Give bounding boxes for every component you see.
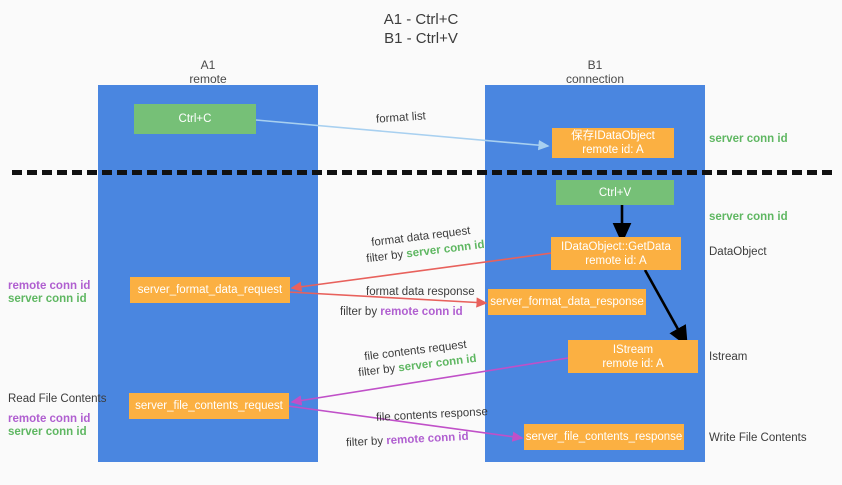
left-label-remote-conn-id-1: remote conn id [8,280,91,292]
remote-conn-id-text: remote conn id [380,306,463,318]
box-ctrl-v[interactable]: Ctrl+V [556,180,674,205]
right-label-istream: Istream [709,351,748,363]
remote-conn-id-text-2: remote conn id [385,430,469,448]
box-istream[interactable]: IStream remote id: A [568,340,698,373]
right-label-server-conn-id-1: server conn id [709,133,788,145]
filter-by-text-2: filter by [340,306,381,318]
box-save-idataobject[interactable]: 保存IDataObject remote id: A [552,128,674,158]
box-server-file-contents-response[interactable]: server_file_contents_response [524,424,684,450]
box-server-file-contents-request[interactable]: server_file_contents_request [129,393,289,419]
right-label-data-object: DataObject [709,246,767,258]
filter-by-text: filter by [365,248,408,266]
filter-by-text-4: filter by [345,435,387,450]
filter-by-text-3: filter by [357,362,400,380]
right-label-server-conn-id-2: server conn id [709,211,788,223]
flow-label-file-contents-response: file contents response [375,406,489,424]
box-server-format-data-response[interactable]: server_format_data_response [488,289,646,315]
divider-dashed-line [12,170,832,175]
box-server-format-data-request[interactable]: server_format_data_request [130,277,290,303]
box-ctrl-c[interactable]: Ctrl+C [134,104,256,134]
right-label-write-file-contents: Write File Contents [709,432,807,444]
left-label-server-conn-id-2: server conn id [8,426,87,438]
flow-label-format-data-response-filter: filter by remote conn id [340,305,463,319]
flow-label-file-contents-response-filter: filter by remote conn id [346,430,469,450]
left-label-server-conn-id-1: server conn id [8,293,87,305]
left-label-remote-conn-id-2: remote conn id [8,413,91,425]
flow-label-format-list: format list [375,110,427,126]
left-label-read-file-contents: Read File Contents [8,393,107,405]
flow-label-format-data-response: format data response [366,286,475,298]
box-idataobject-getdata[interactable]: IDataObject::GetData remote id: A [551,237,681,270]
column-header-a1: A1 remote [189,58,227,86]
column-header-b1: B1 connection [565,58,625,86]
page-title: A1 - Ctrl+C B1 - Ctrl+V [383,11,459,47]
